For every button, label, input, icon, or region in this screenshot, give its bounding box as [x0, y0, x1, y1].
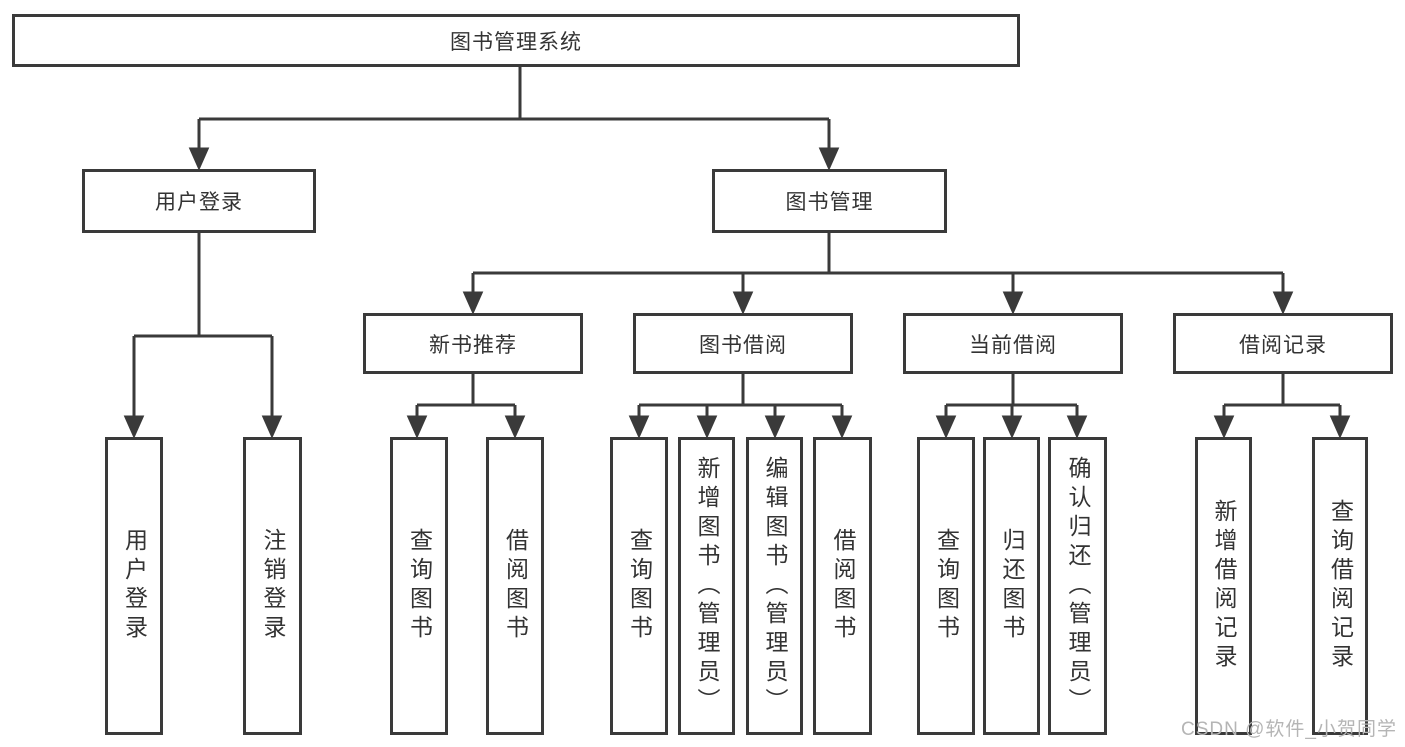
leaf-add-book-admin: 新增图书（管理员）	[678, 437, 735, 735]
node-borrow-records: 借阅记录	[1173, 313, 1393, 374]
leaf-borrow-books-2: 借阅图书	[813, 437, 872, 735]
leaf-borrow-books-1: 借阅图书	[486, 437, 544, 735]
node-book-management-label: 图书管理	[785, 191, 874, 214]
leaf-add-book-admin-label: 新增图书（管理员）	[694, 455, 720, 717]
node-book-management: 图书管理	[712, 169, 947, 233]
node-root-label: 图书管理系统	[450, 30, 582, 54]
leaf-query-books-1: 查询图书	[390, 437, 448, 735]
leaf-query-books-1-label: 查询图书	[406, 528, 433, 644]
leaf-confirm-return-admin-label: 确认归还（管理员）	[1065, 455, 1091, 717]
leaf-return-books: 归还图书	[983, 437, 1040, 735]
leaf-edit-book-admin: 编辑图书（管理员）	[746, 437, 803, 735]
leaf-query-books-3: 查询图书	[917, 437, 975, 735]
leaf-query-books-2: 查询图书	[610, 437, 668, 735]
node-new-book-recommend-label: 新书推荐	[429, 333, 517, 357]
leaf-logout: 注销登录	[243, 437, 302, 735]
leaf-borrow-books-2-label: 借阅图书	[830, 528, 856, 644]
leaf-add-borrow-record-label: 新增借阅记录	[1211, 499, 1237, 673]
leaf-confirm-return-admin: 确认归还（管理员）	[1048, 437, 1107, 735]
node-current-borrow-label: 当前借阅	[969, 333, 1057, 357]
node-user-login: 用户登录	[82, 169, 316, 233]
leaf-edit-book-admin-label: 编辑图书（管理员）	[762, 455, 788, 717]
node-new-book-recommend: 新书推荐	[363, 313, 583, 374]
leaf-return-books-label: 归还图书	[999, 528, 1025, 644]
node-user-login-label: 用户登录	[155, 191, 243, 214]
leaf-borrow-books-1-label: 借阅图书	[502, 528, 529, 644]
leaf-user-login: 用户登录	[105, 437, 163, 735]
node-book-borrow: 图书借阅	[633, 313, 853, 374]
leaf-user-login-label: 用户登录	[121, 528, 148, 644]
node-root: 图书管理系统	[12, 14, 1020, 67]
node-book-borrow-label: 图书借阅	[699, 333, 787, 357]
node-borrow-records-label: 借阅记录	[1239, 333, 1327, 357]
leaf-query-borrow-record: 查询借阅记录	[1312, 437, 1368, 735]
leaf-query-borrow-record-label: 查询借阅记录	[1327, 499, 1354, 673]
node-current-borrow: 当前借阅	[903, 313, 1123, 374]
leaf-add-borrow-record: 新增借阅记录	[1195, 437, 1252, 735]
leaf-logout-label: 注销登录	[260, 528, 286, 644]
leaf-query-books-3-label: 查询图书	[933, 528, 960, 644]
leaf-query-books-2-label: 查询图书	[626, 528, 653, 644]
watermark: CSDN @软件_小贺同学	[1181, 719, 1397, 740]
